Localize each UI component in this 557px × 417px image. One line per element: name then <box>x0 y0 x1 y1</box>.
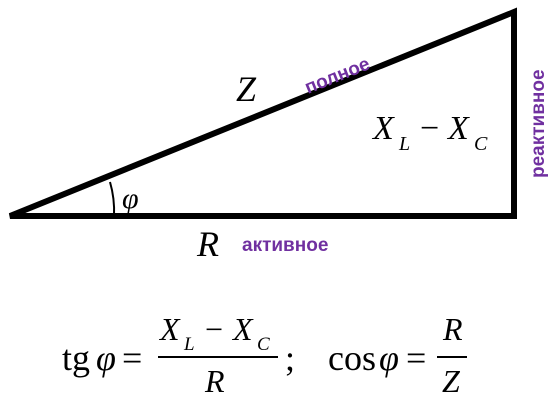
active-resistance-label: активное <box>242 235 328 256</box>
formula: tg φ = X L − X C R ; cos φ = R Z <box>62 311 467 399</box>
cos-phi: φ <box>379 338 399 378</box>
svg-text:X: X <box>158 311 181 347</box>
tg-phi: φ <box>96 338 116 378</box>
svg-text:R: R <box>204 363 225 399</box>
angle-symbol: φ <box>122 182 139 215</box>
full-impedance-label: полное <box>302 54 373 99</box>
svg-text:−: − <box>205 311 223 347</box>
svg-text:X: X <box>231 311 254 347</box>
svg-text:R: R <box>442 311 463 347</box>
base-label: R <box>196 224 219 264</box>
separator: ; <box>285 338 295 378</box>
angle-arc <box>109 181 116 217</box>
svg-text:X: X <box>371 110 395 147</box>
svg-text:L: L <box>183 334 195 355</box>
equals-sign-1: = <box>122 338 142 378</box>
reactance-expression: X L − X C <box>371 110 488 155</box>
cos-text: cos <box>328 338 376 378</box>
svg-text:C: C <box>257 334 270 355</box>
hypotenuse-label: Z <box>236 69 257 109</box>
tg-text: tg <box>62 338 90 378</box>
reactive-resistance-label: реактивное <box>528 69 549 178</box>
svg-text:Z: Z <box>442 363 461 399</box>
svg-text:X: X <box>446 110 470 147</box>
equals-sign-2: = <box>406 338 426 378</box>
svg-text:L: L <box>398 133 410 155</box>
impedance-triangle <box>8 7 517 219</box>
svg-text:−: − <box>420 110 439 147</box>
svg-text:C: C <box>474 133 488 155</box>
